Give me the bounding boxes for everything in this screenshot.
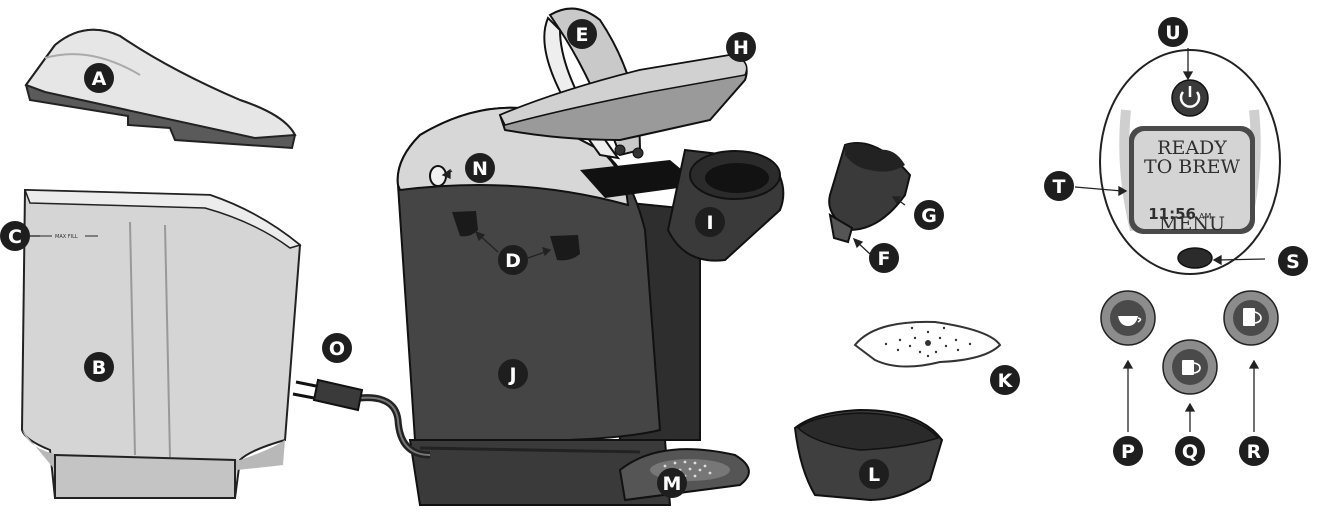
callout-e: E (567, 19, 597, 49)
svg-text:S: S (1286, 251, 1300, 273)
callout-p: P (1113, 436, 1143, 466)
svg-text:J: J (507, 364, 516, 386)
svg-text:R: R (1247, 441, 1262, 463)
callout-k: K (990, 365, 1020, 395)
leader-lines (28, 48, 1266, 432)
callout-a: A (84, 63, 114, 93)
brewer-body (396, 7, 785, 506)
menu-select-button[interactable] (1177, 247, 1213, 269)
small-cup-button[interactable] (1100, 290, 1156, 346)
svg-text:A: A (92, 68, 107, 90)
callout-g: G (914, 200, 944, 230)
water-reservoir: MAX FILL (20, 188, 302, 499)
svg-text:G: G (921, 205, 937, 227)
drip-tray-grid (853, 320, 1002, 368)
callout-o: O (322, 333, 352, 363)
svg-text:C: C (8, 226, 22, 248)
power-icon (1179, 86, 1201, 108)
power-button[interactable] (1171, 79, 1209, 117)
medium-mug-icon (1182, 360, 1201, 375)
callout-s: S (1278, 246, 1308, 276)
svg-text:F: F (878, 248, 891, 270)
display-menu: MENU (1159, 213, 1225, 235)
display-line-1: READY (1157, 137, 1227, 159)
svg-text:I: I (706, 212, 713, 234)
large-mug-button[interactable] (1223, 290, 1279, 346)
callout-m: M (657, 468, 687, 498)
svg-text:U: U (1165, 22, 1180, 44)
callout-q: Q (1175, 436, 1205, 466)
callout-d: D (498, 245, 528, 275)
callout-t: T (1044, 171, 1074, 201)
callout-i: I (695, 207, 725, 237)
svg-text:L: L (868, 464, 880, 486)
callout-r: R (1239, 436, 1269, 466)
callout-h: H (726, 32, 756, 62)
large-mug-icon (1243, 308, 1262, 326)
svg-text:O: O (329, 338, 345, 360)
svg-text:Q: Q (1182, 441, 1198, 463)
callout-n: N (465, 153, 495, 183)
reservoir-lid (24, 28, 297, 150)
display-line-2: TO BREW (1144, 156, 1240, 178)
callout-u: U (1158, 17, 1188, 47)
callout-b: B (84, 352, 114, 382)
svg-text:M: M (663, 473, 682, 495)
small-cup-icon (1118, 316, 1142, 326)
display-ampm: AM (1199, 212, 1211, 221)
display-time: 11:56 (1148, 205, 1196, 223)
kcup-funnel-assembly (828, 142, 912, 244)
drip-tray (793, 408, 944, 502)
svg-text:T: T (1053, 176, 1066, 198)
svg-text:B: B (92, 357, 106, 379)
svg-text:E: E (576, 24, 589, 46)
control-panel: READY TO BREW 11:56 AM MENU (1099, 49, 1281, 395)
svg-text:H: H (733, 37, 749, 59)
callout-f: F (869, 243, 899, 273)
callout-l: L (859, 459, 889, 489)
callout-j: J (498, 359, 528, 389)
max-fill-marker: MAX FILL (55, 234, 78, 240)
callout-labels: A B C D E F G H I J K L M N O P Q R S T … (0, 17, 1308, 498)
power-cord (292, 378, 431, 459)
svg-text:P: P (1121, 441, 1135, 463)
svg-text:K: K (998, 370, 1014, 392)
svg-text:N: N (472, 158, 488, 180)
medium-mug-button[interactable] (1162, 339, 1218, 395)
svg-text:D: D (505, 250, 521, 272)
callout-c: C (0, 221, 30, 251)
